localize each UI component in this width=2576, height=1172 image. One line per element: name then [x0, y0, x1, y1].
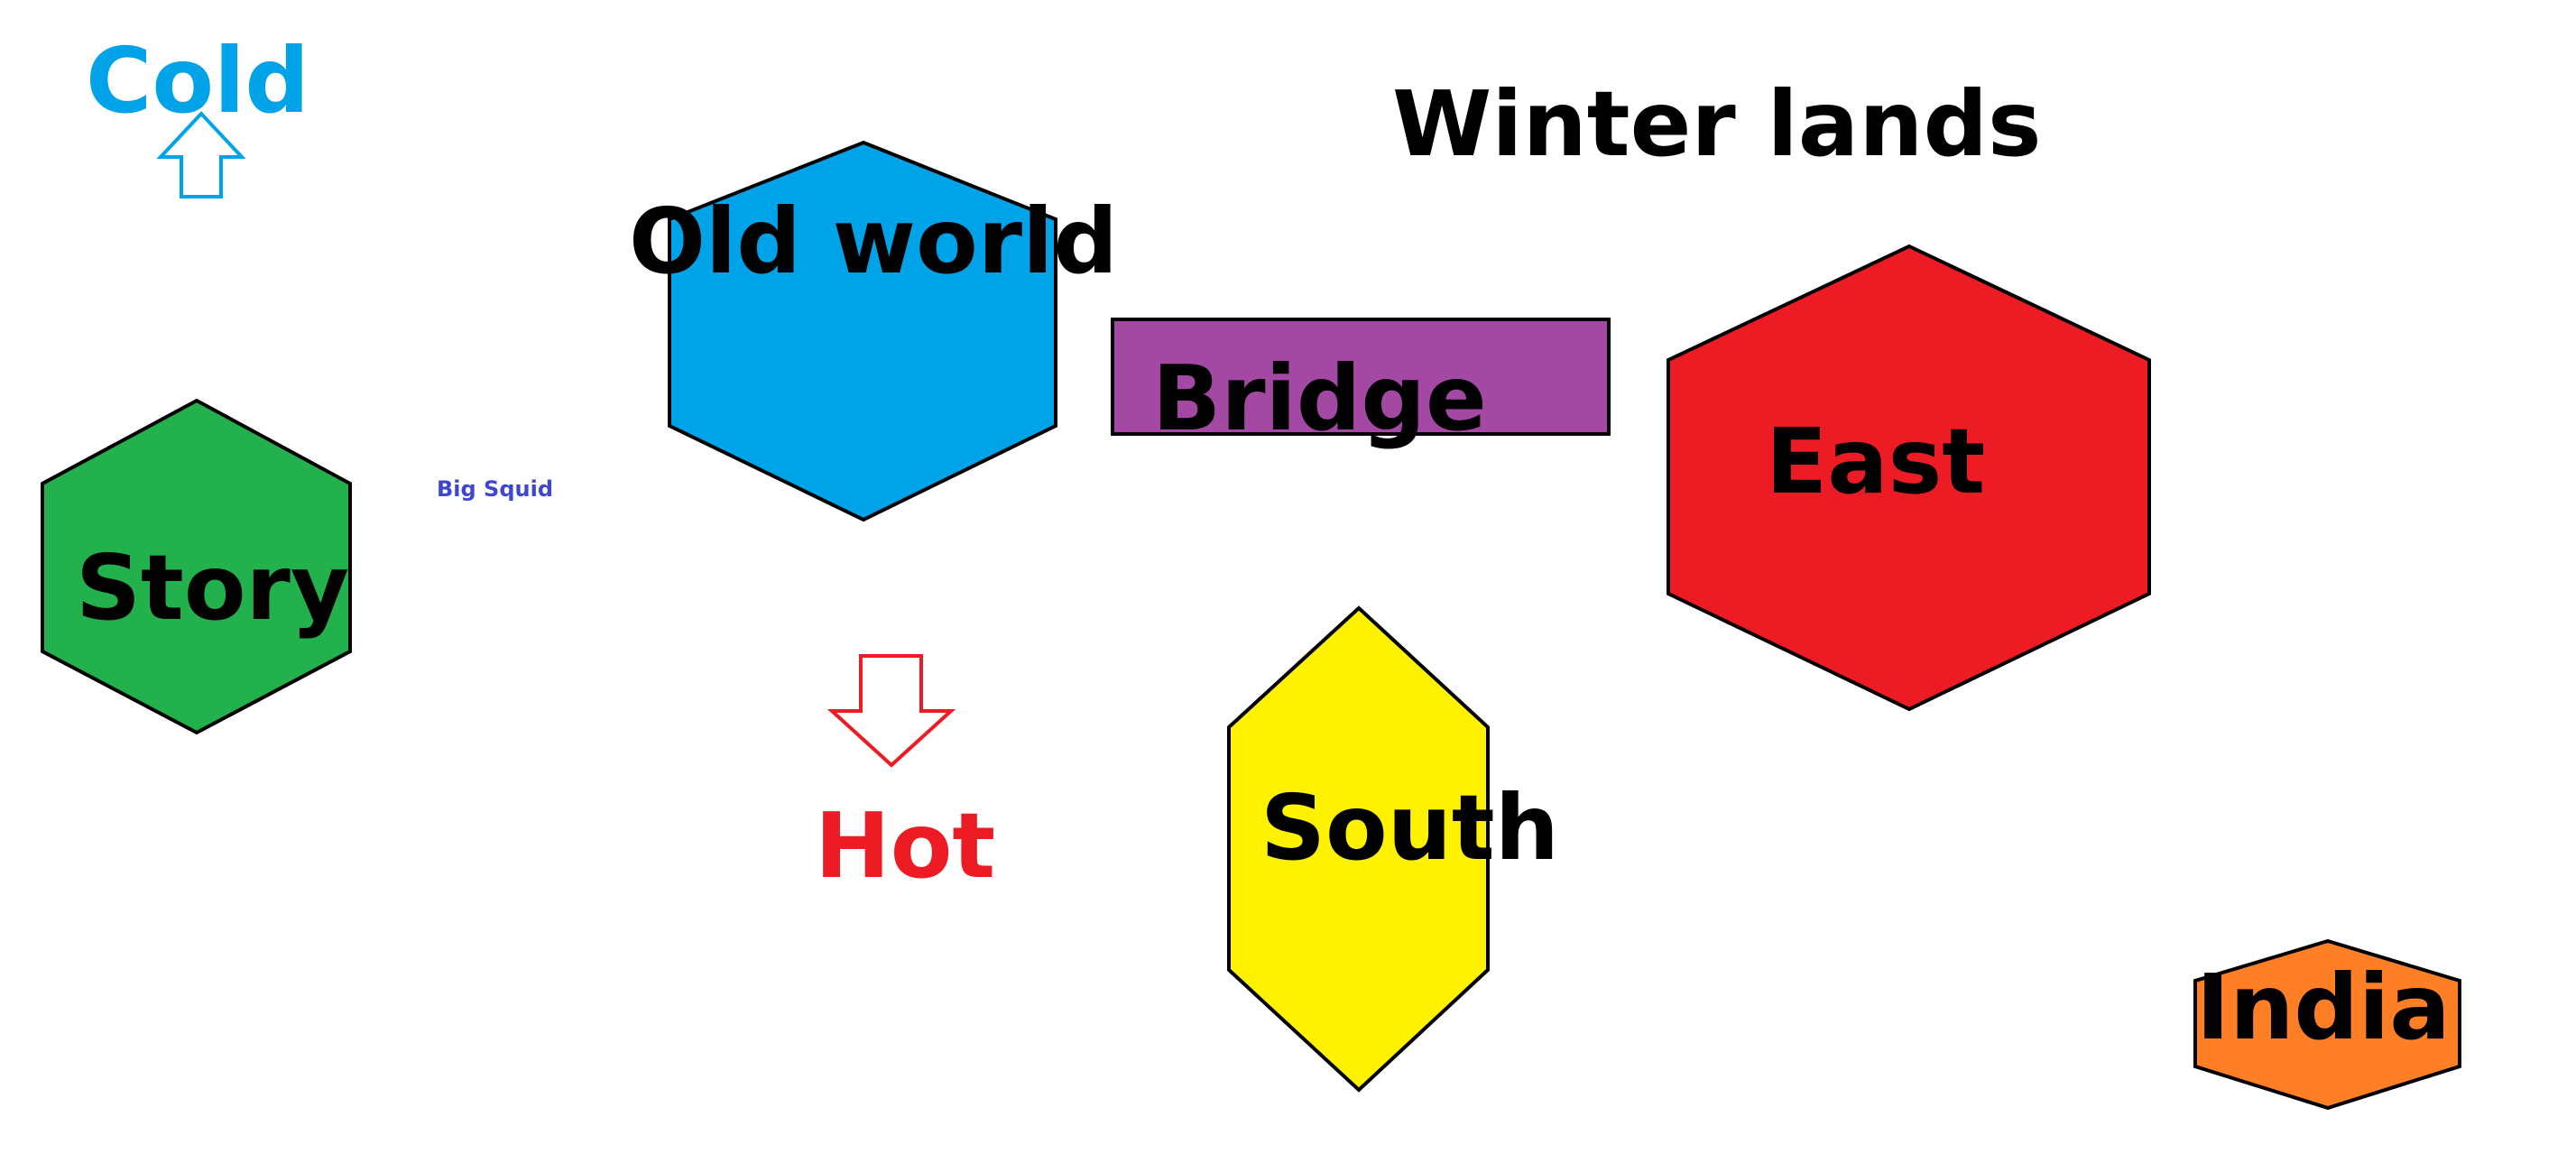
hot-label: Hot	[815, 793, 996, 899]
bridge-label: Bridge	[1152, 346, 1487, 451]
winter-lands-label: Winter lands	[1392, 71, 2042, 177]
story-hexagon	[41, 398, 352, 735]
story-label: Story	[76, 535, 350, 641]
old-world-label: Old world	[629, 189, 1118, 294]
bridge-rectangle	[1111, 318, 1611, 436]
up-arrow-icon	[156, 111, 246, 198]
old-world-hexagon	[668, 140, 1057, 522]
big-squid-label: Big Squid	[437, 476, 554, 502]
south-label: South	[1260, 775, 1559, 881]
south-hexagon	[1227, 605, 1490, 1093]
cold-label: Cold	[86, 28, 309, 134]
east-label: East	[1766, 409, 1986, 514]
india-label: India	[2196, 955, 2451, 1060]
east-hexagon	[1667, 244, 2151, 712]
down-arrow-icon	[826, 654, 956, 768]
india-hexagon	[2193, 938, 2461, 1111]
